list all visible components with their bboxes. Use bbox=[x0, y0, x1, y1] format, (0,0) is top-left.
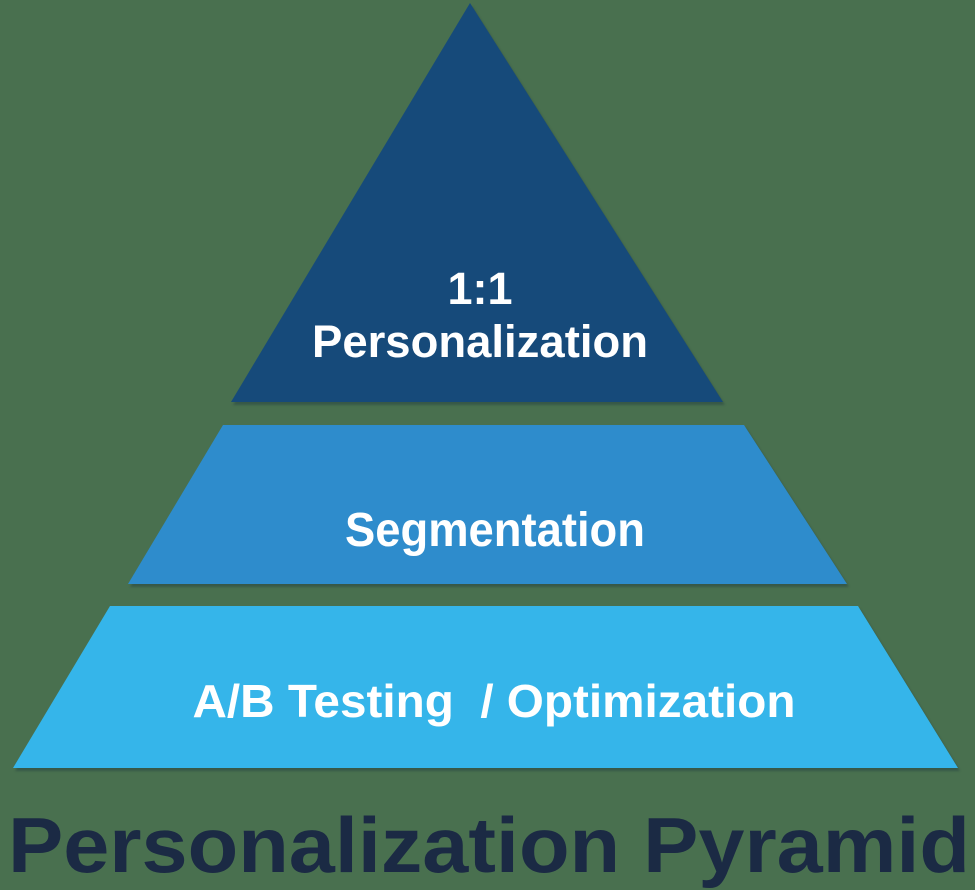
tier-bottom-shape bbox=[13, 606, 958, 768]
tier-middle-label: Segmentation bbox=[345, 504, 645, 557]
tier-top-shape bbox=[231, 3, 723, 402]
tier-middle-shape bbox=[128, 425, 847, 584]
tier-top-label-line2: Personalization bbox=[312, 316, 648, 367]
diagram-title: Personalization Pyramid bbox=[8, 801, 970, 889]
tier-bottom-label: A/B Testing / Optimization bbox=[193, 675, 796, 727]
tier-top-label-line1: 1:1 bbox=[447, 263, 512, 314]
